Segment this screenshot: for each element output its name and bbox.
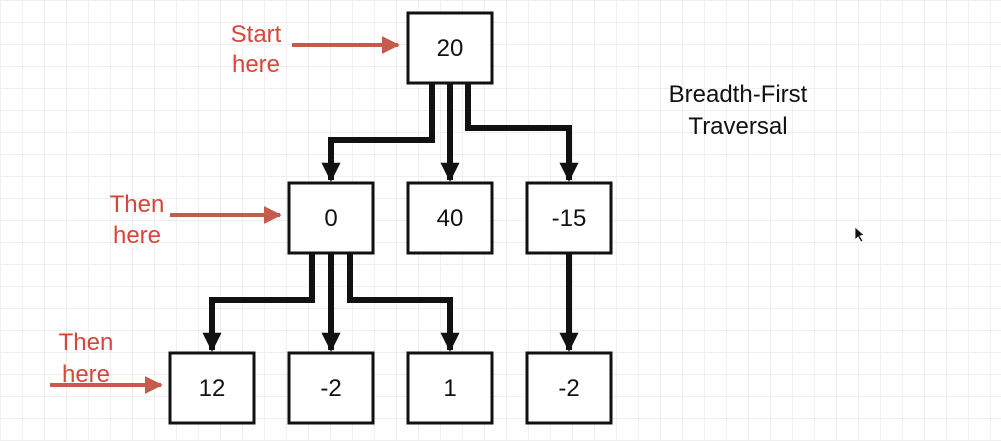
tree-node: -2 [287,351,375,425]
node-label: 1 [443,375,456,402]
tree-node: -15 [525,181,613,255]
node-label: 40 [437,205,464,232]
edge-root-nm15 [465,83,579,182]
node-box [287,351,375,425]
node-box [525,181,613,255]
edges [202,83,579,352]
pointer-text-line-1: Then [110,191,165,218]
node-label: -2 [558,375,579,402]
nodes: 20 0 40 -15 12 -2 1 -2 [168,11,613,425]
node-label: 12 [199,375,226,402]
node-label: -2 [320,375,341,402]
pointer-text-line-2: here [62,361,110,388]
node-box [406,181,494,255]
edge-n0-n12 [202,253,315,352]
pointer-text-line-2: here [113,222,161,249]
title-line-2: Traversal [688,113,787,140]
pointer-text-line-2: here [232,51,280,78]
cursor-icon [854,226,865,243]
node-box [168,351,256,425]
node-box [406,351,494,425]
edge-root-n0 [321,83,435,182]
pointer-root: Start here [231,21,400,78]
edge-n0-n1 [347,253,460,352]
tree-node: 0 [287,181,375,255]
tree-node: 40 [406,181,494,255]
pointer-n12: Then here [50,329,163,394]
node-box [287,181,375,255]
tree-node: 12 [168,351,256,425]
node-label: 20 [437,35,464,62]
node-box [406,11,494,85]
pointer-n0: Then here [110,191,282,249]
node-box [525,351,613,425]
tree-node: -2 [525,351,613,425]
tree-node: 1 [406,351,494,425]
node-label: -15 [552,205,587,232]
title-line-1: Breadth-First [669,81,808,108]
tree-node: 20 [406,11,494,85]
pointer-text-line-1: Then [59,329,114,356]
node-label: 0 [324,205,337,232]
pointer-text-line-1: Start [231,21,282,48]
